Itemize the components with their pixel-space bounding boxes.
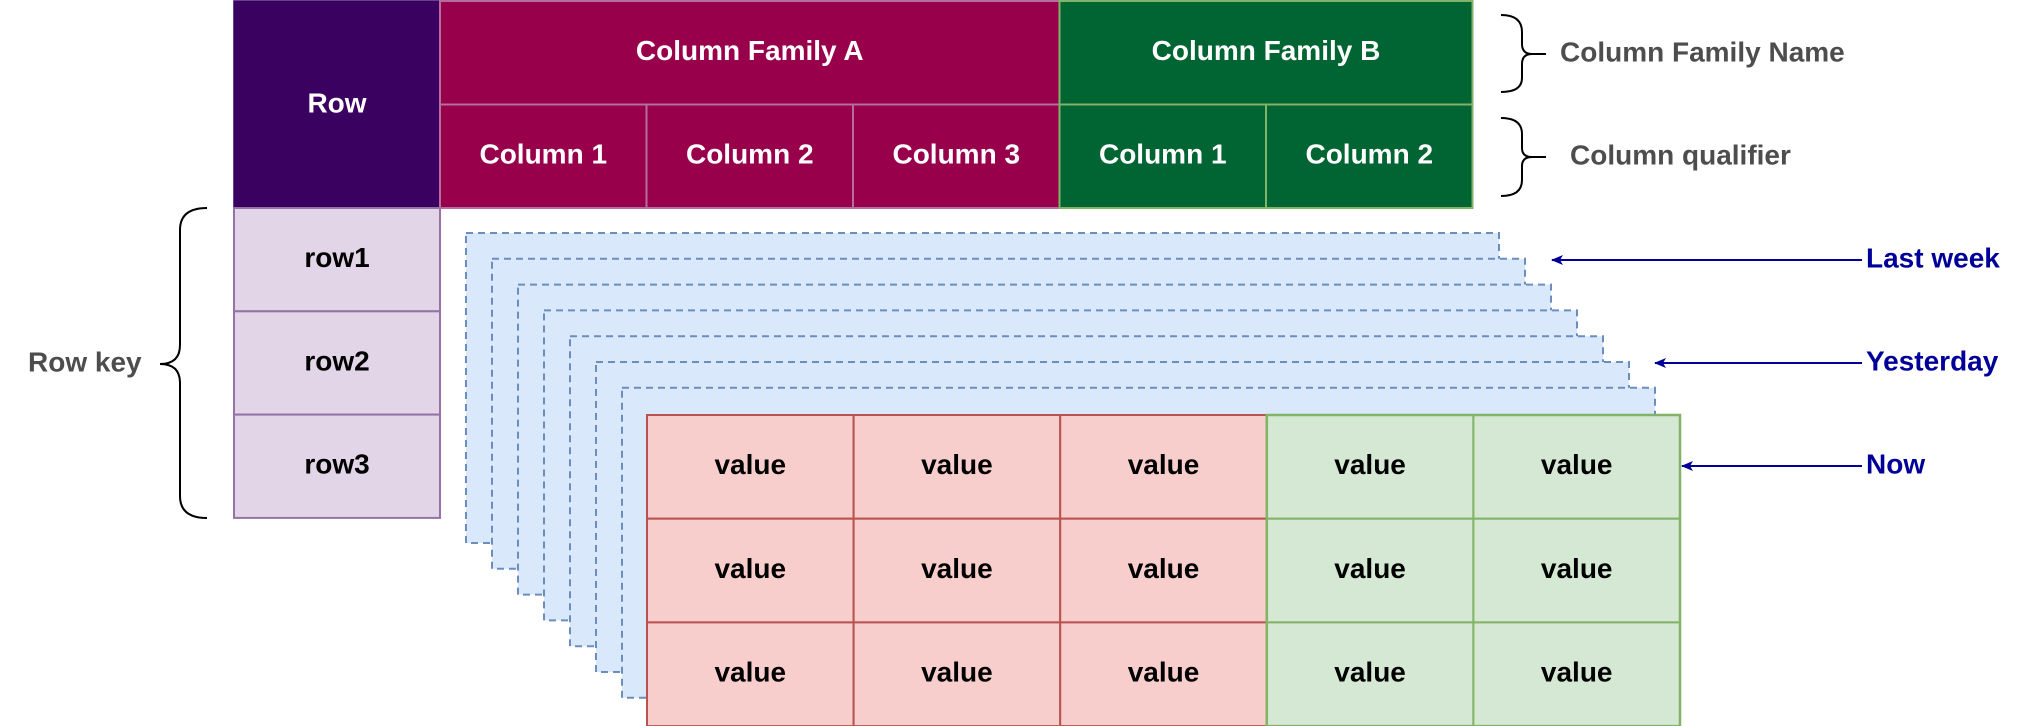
row-key-2: row2 <box>233 310 441 416</box>
value-cell-box <box>1265 414 1475 520</box>
value-text: value <box>1128 657 1200 688</box>
column-qualifier-label: Column qualifier <box>1570 139 1791 170</box>
column-qualifier-cell <box>645 103 854 209</box>
value-cell-box <box>646 414 855 520</box>
value-cell: value <box>1265 414 1475 520</box>
value-cell: value <box>852 414 1062 520</box>
family-b-value-outline <box>1265 413 1682 726</box>
family-name-brace <box>1500 14 1533 93</box>
row-key-text: row3 <box>304 449 369 480</box>
column-qualifier-label: Column 3 <box>892 139 1020 170</box>
value-text: value <box>714 553 786 584</box>
value-text: value <box>714 449 786 480</box>
value-cell-box <box>1059 517 1268 624</box>
value-cell: value <box>1472 621 1682 726</box>
row-key-text: row1 <box>304 242 369 273</box>
value-text: value <box>1128 449 1200 480</box>
value-cell-box <box>1059 414 1268 520</box>
family-header-cell <box>439 0 1061 106</box>
column-qualifier-cell <box>439 103 648 209</box>
value-text: value <box>1541 553 1613 584</box>
row-key-3: row3 <box>233 413 441 519</box>
value-text: value <box>1541 657 1613 688</box>
value-text: value <box>1128 553 1200 584</box>
column-qualifier-label: Column 2 <box>686 139 814 170</box>
value-cell: value <box>852 621 1062 726</box>
value-text: value <box>921 553 993 584</box>
value-cell-box <box>852 621 1062 726</box>
column-family-b: Column Family B Column 1 Column 2 <box>1058 0 1474 209</box>
value-cell: value <box>1059 621 1268 726</box>
timestamp-label: Now <box>1866 448 1925 479</box>
column-qualifier-cell <box>1058 103 1267 209</box>
row-key-text: row2 <box>304 345 369 376</box>
value-cell: value <box>1059 414 1268 520</box>
value-text: value <box>921 657 993 688</box>
value-text: value <box>1334 449 1406 480</box>
row-key-1: row1 <box>233 207 441 313</box>
value-cell-box <box>646 621 855 726</box>
value-cell: value <box>1265 621 1475 726</box>
row-key-cell <box>233 310 441 416</box>
row-keys: row1 row2 row3 <box>233 207 441 519</box>
value-cell-box <box>1472 621 1682 726</box>
column-qualifier-cell <box>1265 103 1474 209</box>
qualifier-brace <box>1500 117 1533 197</box>
value-text: value <box>921 449 993 480</box>
family-name: Column Family B <box>1152 35 1381 66</box>
value-cell-box <box>1472 414 1682 520</box>
value-cell: value <box>646 621 855 726</box>
timestamp-last-week: Last week <box>1551 242 2000 273</box>
row-header: Row <box>233 0 441 208</box>
column-family-a: Column Family A Column 1 Column 2 Column 3 <box>439 0 1061 209</box>
column-qualifier-label: Column 1 <box>1099 139 1227 170</box>
value-cell: value <box>1265 517 1475 624</box>
value-cell-box <box>646 517 855 624</box>
value-grid: value value value value value value value value… <box>646 413 1682 726</box>
row-key-brace <box>159 207 208 519</box>
value-cell: value <box>1472 414 1682 520</box>
family-header-cell <box>1058 0 1474 106</box>
timestamp-label: Yesterday <box>1866 345 1999 376</box>
value-text: value <box>714 657 786 688</box>
family-name: Column Family A <box>636 35 864 66</box>
value-text: value <box>1541 449 1613 480</box>
value-cell: value <box>646 414 855 520</box>
column-family-name-label: Column Family Name <box>1560 36 1845 67</box>
value-cell: value <box>1472 517 1682 624</box>
row-key-label: Row key <box>28 346 142 377</box>
timestamp-label: Last week <box>1866 242 2000 273</box>
row-header-label: Row <box>307 87 366 118</box>
value-text: value <box>1334 553 1406 584</box>
row-key-cell <box>233 413 441 519</box>
column-qualifier-label: Column 1 <box>479 139 607 170</box>
column-qualifier-cell <box>852 103 1061 209</box>
timestamp-yesterday: Yesterday <box>1654 345 1999 376</box>
value-cell-box <box>1472 517 1682 624</box>
value-cell: value <box>852 517 1062 624</box>
value-cell: value <box>1059 517 1268 624</box>
value-cell: value <box>646 517 855 624</box>
value-text: value <box>1334 657 1406 688</box>
value-cell-box <box>852 414 1062 520</box>
value-cell-box <box>1059 621 1268 726</box>
column-qualifier-label: Column 2 <box>1305 139 1433 170</box>
timestamp-now: Now <box>1681 448 1925 479</box>
